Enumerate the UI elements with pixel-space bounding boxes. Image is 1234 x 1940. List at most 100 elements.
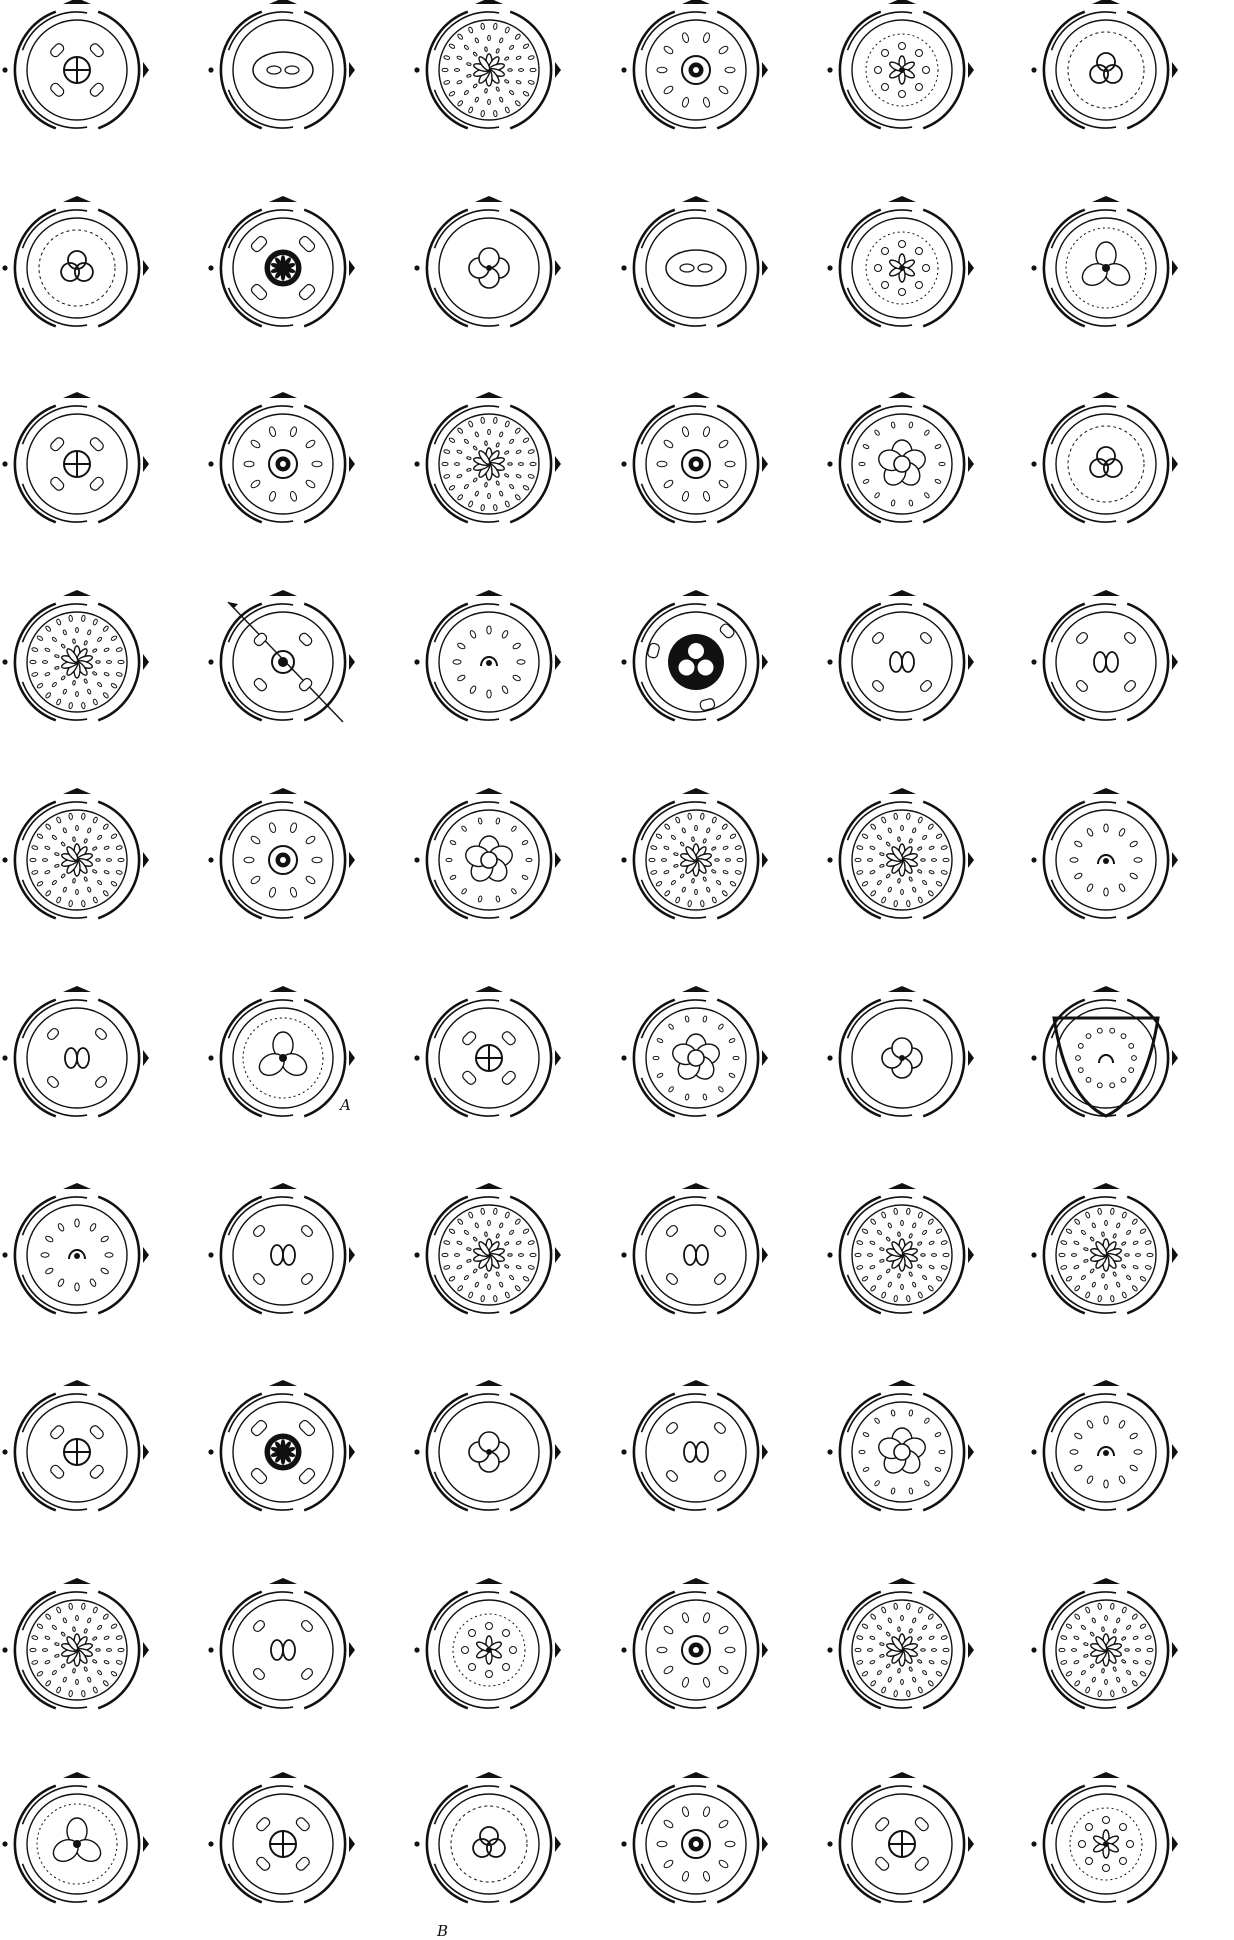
axis-dot-icon	[208, 1449, 213, 1454]
bract-mark-icon	[1172, 1642, 1178, 1658]
bract-mark-icon	[555, 260, 561, 276]
floral-diagram	[827, 1380, 974, 1510]
bract-mark-icon	[349, 1642, 355, 1658]
bract-mark-icon	[143, 62, 149, 78]
axis-dot-icon	[208, 1841, 213, 1846]
floral-diagram	[208, 1772, 355, 1902]
axis-dot-icon	[2, 1449, 7, 1454]
axis-dot-icon	[827, 265, 832, 270]
floral-diagram	[208, 1380, 355, 1510]
axis-dot-icon	[414, 1252, 419, 1257]
floral-diagram	[2, 196, 149, 326]
bract-mark-icon	[143, 654, 149, 670]
axis-dot-icon	[1031, 1252, 1036, 1257]
bract-mark-icon	[1172, 1050, 1178, 1066]
axis-dot-icon	[2, 67, 7, 72]
floral-diagram	[208, 0, 355, 128]
floral-diagram	[827, 0, 974, 128]
floral-diagram	[208, 788, 355, 918]
floral-diagram	[208, 196, 355, 326]
axis-dot-icon	[414, 659, 419, 664]
floral-diagram	[827, 986, 974, 1116]
figure-mark-a: A	[340, 1098, 351, 1113]
floral-diagram	[827, 788, 974, 918]
floral-diagram	[621, 196, 768, 326]
bract-mark-icon	[762, 1247, 768, 1263]
floral-diagram	[621, 1380, 768, 1510]
axis-dot-icon	[2, 1841, 7, 1846]
axis-dot-icon	[621, 1841, 626, 1846]
bract-mark-icon	[968, 456, 974, 472]
floral-diagram	[1031, 1183, 1178, 1313]
bract-mark-icon	[555, 1247, 561, 1263]
axis-dot-icon	[621, 265, 626, 270]
bract-mark-icon	[555, 1444, 561, 1460]
bract-mark-icon	[1172, 852, 1178, 868]
floral-diagram	[827, 392, 974, 522]
bract-mark-icon	[143, 1444, 149, 1460]
floral-diagram	[2, 1380, 149, 1510]
bract-mark-icon	[968, 1836, 974, 1852]
axis-dot-icon	[208, 67, 213, 72]
axis-dot-icon	[208, 659, 213, 664]
axis-dot-icon	[827, 1252, 832, 1257]
axis-dot-icon	[414, 1449, 419, 1454]
floral-diagram	[1031, 1380, 1178, 1510]
axis-dot-icon	[827, 659, 832, 664]
bract-mark-icon	[968, 852, 974, 868]
axis-dot-icon	[1031, 659, 1036, 664]
bract-mark-icon	[762, 1642, 768, 1658]
bract-mark-icon	[762, 654, 768, 670]
axis-dot-icon	[414, 67, 419, 72]
floral-diagram	[1031, 1578, 1178, 1708]
floral-diagram	[2, 1772, 149, 1902]
bract-mark-icon	[349, 62, 355, 78]
axis-dot-icon	[827, 1841, 832, 1846]
bract-mark-icon	[968, 62, 974, 78]
bract-mark-icon	[349, 456, 355, 472]
floral-diagram	[208, 986, 355, 1116]
axis-dot-icon	[2, 857, 7, 862]
floral-diagram	[1031, 1772, 1178, 1902]
axis-dot-icon	[621, 1055, 626, 1060]
bract-mark-icon	[968, 1247, 974, 1263]
bract-mark-icon	[1172, 62, 1178, 78]
axis-dot-icon	[1031, 67, 1036, 72]
floral-diagram	[1031, 0, 1178, 128]
floral-diagram	[414, 590, 561, 720]
floral-diagram	[621, 0, 768, 128]
axis-dot-icon	[414, 265, 419, 270]
axis-dot-icon	[414, 1841, 419, 1846]
axis-dot-icon	[827, 1449, 832, 1454]
floral-diagram	[414, 1380, 561, 1510]
floral-diagram	[414, 196, 561, 326]
axis-dot-icon	[827, 461, 832, 466]
axis-dot-icon	[208, 1252, 213, 1257]
floral-diagram	[621, 788, 768, 918]
axis-dot-icon	[208, 857, 213, 862]
axis-dot-icon	[827, 67, 832, 72]
bract-mark-icon	[1172, 456, 1178, 472]
axis-dot-icon	[414, 1647, 419, 1652]
axis-dot-icon	[1031, 461, 1036, 466]
axis-dot-icon	[2, 659, 7, 664]
bract-mark-icon	[349, 1050, 355, 1066]
floral-diagram	[414, 986, 561, 1116]
bract-mark-icon	[349, 852, 355, 868]
axis-dot-icon	[2, 265, 7, 270]
floral-diagram	[414, 0, 561, 128]
bract-mark-icon	[555, 852, 561, 868]
floral-diagram	[2, 1578, 149, 1708]
bract-mark-icon	[1172, 260, 1178, 276]
floral-diagram	[621, 986, 768, 1116]
axis-dot-icon	[2, 1252, 7, 1257]
bract-mark-icon	[143, 1642, 149, 1658]
floral-diagram	[414, 392, 561, 522]
axis-dot-icon	[2, 461, 7, 466]
floral-diagram	[2, 590, 149, 720]
figure-mark-b: B	[437, 1924, 448, 1939]
floral-diagram	[2, 1183, 149, 1313]
bract-mark-icon	[555, 62, 561, 78]
